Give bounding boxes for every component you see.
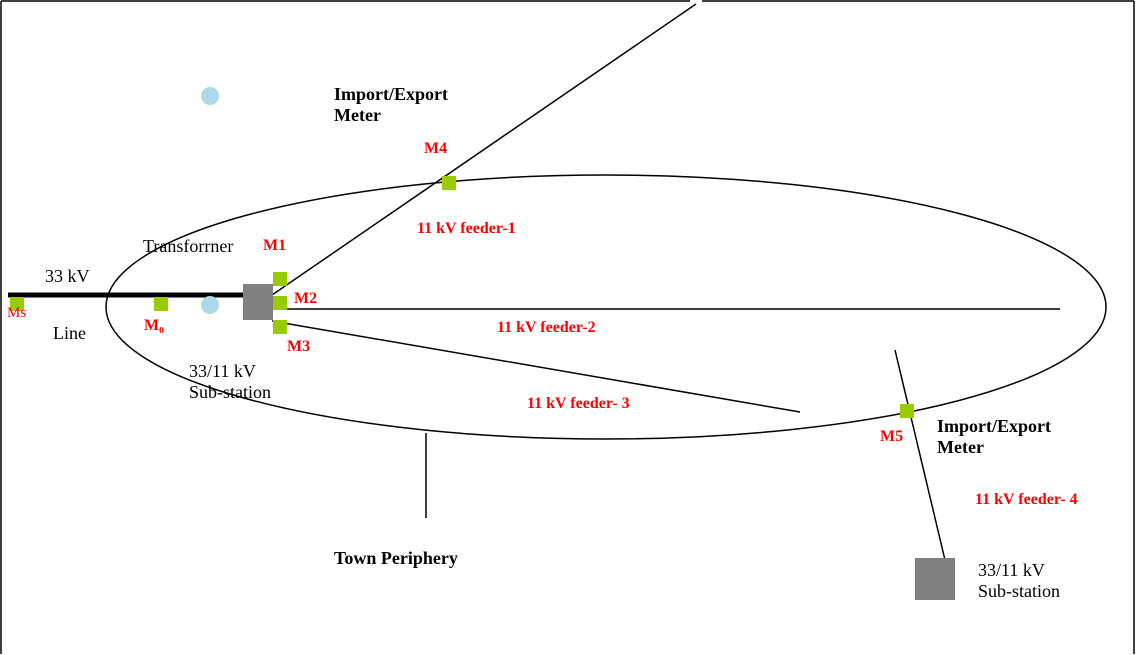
import-export-meter-label-top: Import/Export Meter <box>334 84 448 125</box>
meter-m3 <box>273 320 287 334</box>
import-export-meter-label-bottom: Import/Export Meter <box>937 416 1051 457</box>
feeder-4-label: 11 kV feeder- 4 <box>975 491 1078 508</box>
marker-circle-mid <box>201 296 219 314</box>
meter-m4 <box>442 176 456 190</box>
meter-m2 <box>273 296 287 310</box>
transformer-label: Transforrner <box>143 236 234 256</box>
meter-label-m0: M₀ <box>144 317 164 334</box>
substation-2-block <box>915 558 955 600</box>
feeder-3-label: 11 kV feeder- 3 <box>527 395 630 412</box>
meter-label-m1: M1 <box>263 237 287 254</box>
meter-label-m2: M2 <box>294 290 318 307</box>
substation-1-label: 33/11 kV Sub-station <box>189 361 272 402</box>
meter-m0 <box>154 297 168 311</box>
town-boundary-ellipse <box>105 174 1107 440</box>
feeder-3-line <box>271 320 801 413</box>
substation-1-block <box>243 284 273 320</box>
substation-2-label: 33/11 kV Sub-station <box>978 560 1061 601</box>
feeder-4-line <box>894 349 946 561</box>
meter-ms <box>10 297 24 311</box>
meter-label-m5: M5 <box>880 428 904 445</box>
meter-m1 <box>273 272 287 286</box>
feeder-1-line <box>271 3 697 296</box>
feeder-1-label: 11 kV feeder-1 <box>417 220 516 237</box>
voltage-33kv-label: 33 kV <box>45 266 90 286</box>
meter-m5 <box>900 404 914 418</box>
meter-label-ms: Ms <box>7 305 27 321</box>
meter-label-m4: M4 <box>424 140 448 157</box>
meter-label-m3: M3 <box>287 338 311 355</box>
feeder-2-label: 11 kV feeder-2 <box>497 319 596 336</box>
marker-circle-top <box>201 87 219 105</box>
town-periphery-label: Town Periphery <box>334 548 458 568</box>
line-label: Line <box>53 323 86 343</box>
